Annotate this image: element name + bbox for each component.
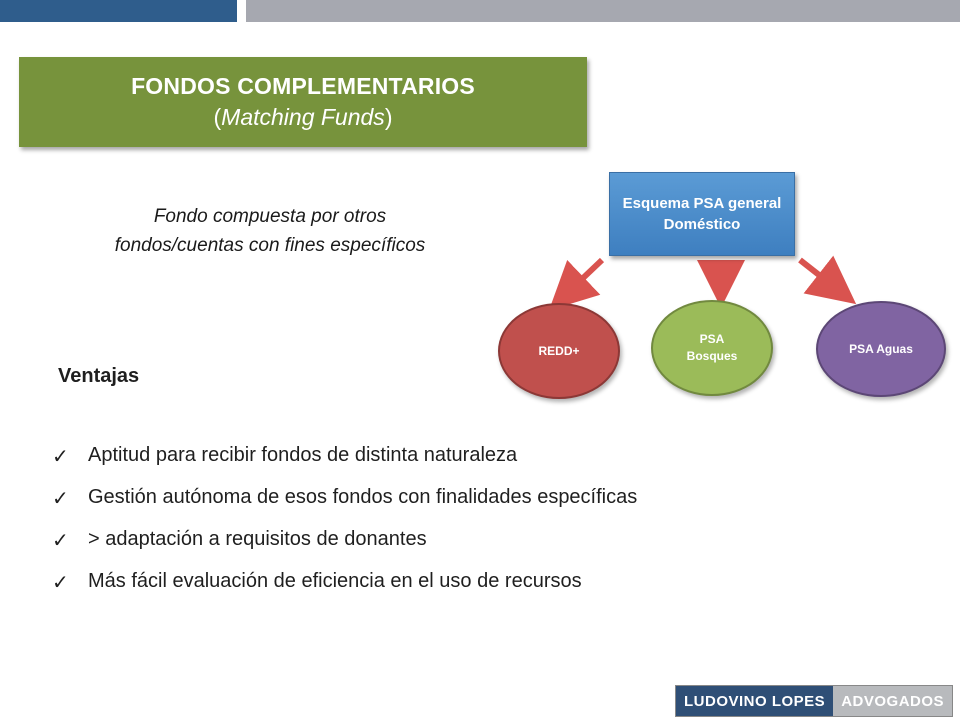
checkmark-icon: ✓ — [52, 446, 69, 468]
checkmark-icon: ✓ — [52, 488, 69, 510]
node-redd-label: REDD+ — [538, 343, 580, 358]
page-title: FONDOS COMPLEMENTARIOS — [131, 73, 475, 99]
list-item-text: Gestión autónoma de esos fondos con fina… — [88, 486, 638, 508]
top-accent-bar-gray — [246, 0, 960, 22]
subtitle-paren-open: ( — [213, 104, 222, 130]
node-redd: REDD+ — [498, 303, 620, 399]
node-aguas-label: PSA Aguas — [849, 341, 913, 356]
psa-diagram: Esquema PSA general Doméstico REDD+ PSA … — [480, 160, 960, 420]
subtitle-paren-close: ) — [384, 104, 393, 130]
node-bosques-line-2: Bosques — [686, 349, 738, 363]
title-box: FONDOS COMPLEMENTARIOS (Matching Funds) — [19, 57, 587, 147]
logo-name: LUDOVINO LOPES — [676, 686, 834, 716]
checkmark-icon: ✓ — [52, 572, 69, 594]
diagram-arrows — [548, 255, 857, 311]
list-item-text: Más fácil evaluación de eficiencia en el… — [88, 570, 582, 592]
list-item: ✓ Gestión autónoma de esos fondos con fin… — [52, 486, 637, 528]
node-esquema-line-1: Esquema PSA general — [622, 195, 782, 212]
page-subtitle: (Matching Funds) — [19, 104, 587, 131]
ventajas-list: ✓ Aptitud para recibir fondos de distinta… — [52, 444, 637, 612]
fund-description: Fondo compuesta por otros fondos/cuentas… — [40, 202, 500, 260]
node-bosques-line-1: PSA — [699, 332, 725, 346]
node-psa-aguas: PSA Aguas — [816, 301, 946, 397]
description-line-2: fondos/cuentas con fines específicos — [114, 235, 426, 256]
arrow-to-redd — [548, 257, 605, 311]
description-line-1: Fondo compuesta por otros — [153, 206, 387, 227]
company-logo: LUDOVINO LOPES ADVOGADOS — [675, 685, 954, 717]
top-accent-bar-blue — [0, 0, 237, 22]
node-esquema-psa: Esquema PSA general Doméstico — [609, 172, 795, 256]
list-item-text: Aptitud para recibir fondos de distinta … — [88, 444, 518, 466]
list-item-text: > adaptación a requisitos de donantes — [88, 528, 427, 550]
ventajas-heading: Ventajas — [58, 365, 140, 387]
list-item: ✓ > adaptación a requisitos de donantes — [52, 528, 637, 570]
logo-suffix: ADVOGADOS — [833, 686, 953, 716]
subtitle-italic: Matching Funds — [221, 104, 385, 130]
node-esquema-line-2: Doméstico — [663, 216, 741, 233]
list-item: ✓ Más fácil evaluación de eficiencia en e… — [52, 570, 637, 612]
checkmark-icon: ✓ — [52, 530, 69, 552]
arrow-to-aguas — [798, 255, 857, 305]
list-item: ✓ Aptitud para recibir fondos de distinta… — [52, 444, 637, 486]
node-psa-bosques: PSA Bosques — [651, 300, 773, 396]
